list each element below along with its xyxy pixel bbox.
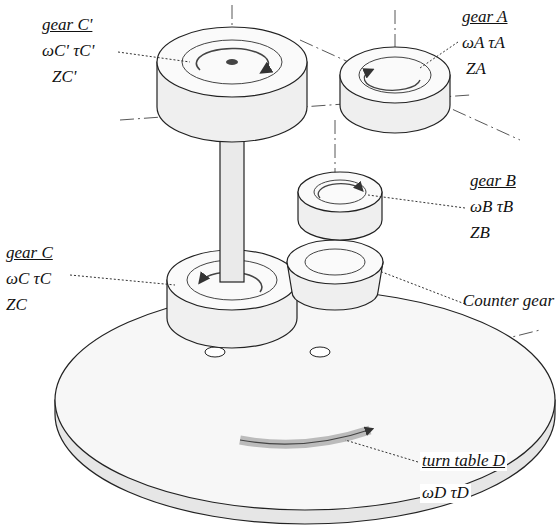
part-label: gear B	[470, 172, 516, 191]
part-label: ZA	[466, 60, 486, 79]
part-label: ωB τB	[470, 198, 513, 217]
part-label: gear C'	[42, 16, 92, 35]
part-label: gear C	[6, 244, 53, 263]
part-label: ZC	[6, 296, 27, 315]
part-label: ωC' τC'	[42, 42, 94, 61]
part-label: Counter gear	[463, 292, 554, 311]
part-label: ZC'	[52, 68, 76, 87]
part-label: ωA τA	[462, 34, 505, 53]
part-label: turn table D	[420, 452, 507, 471]
part-label: ωD τD	[420, 484, 471, 503]
part-label: ZB	[470, 224, 490, 243]
part-label: ωC τC	[6, 270, 51, 289]
part-label: gear A	[462, 8, 508, 27]
